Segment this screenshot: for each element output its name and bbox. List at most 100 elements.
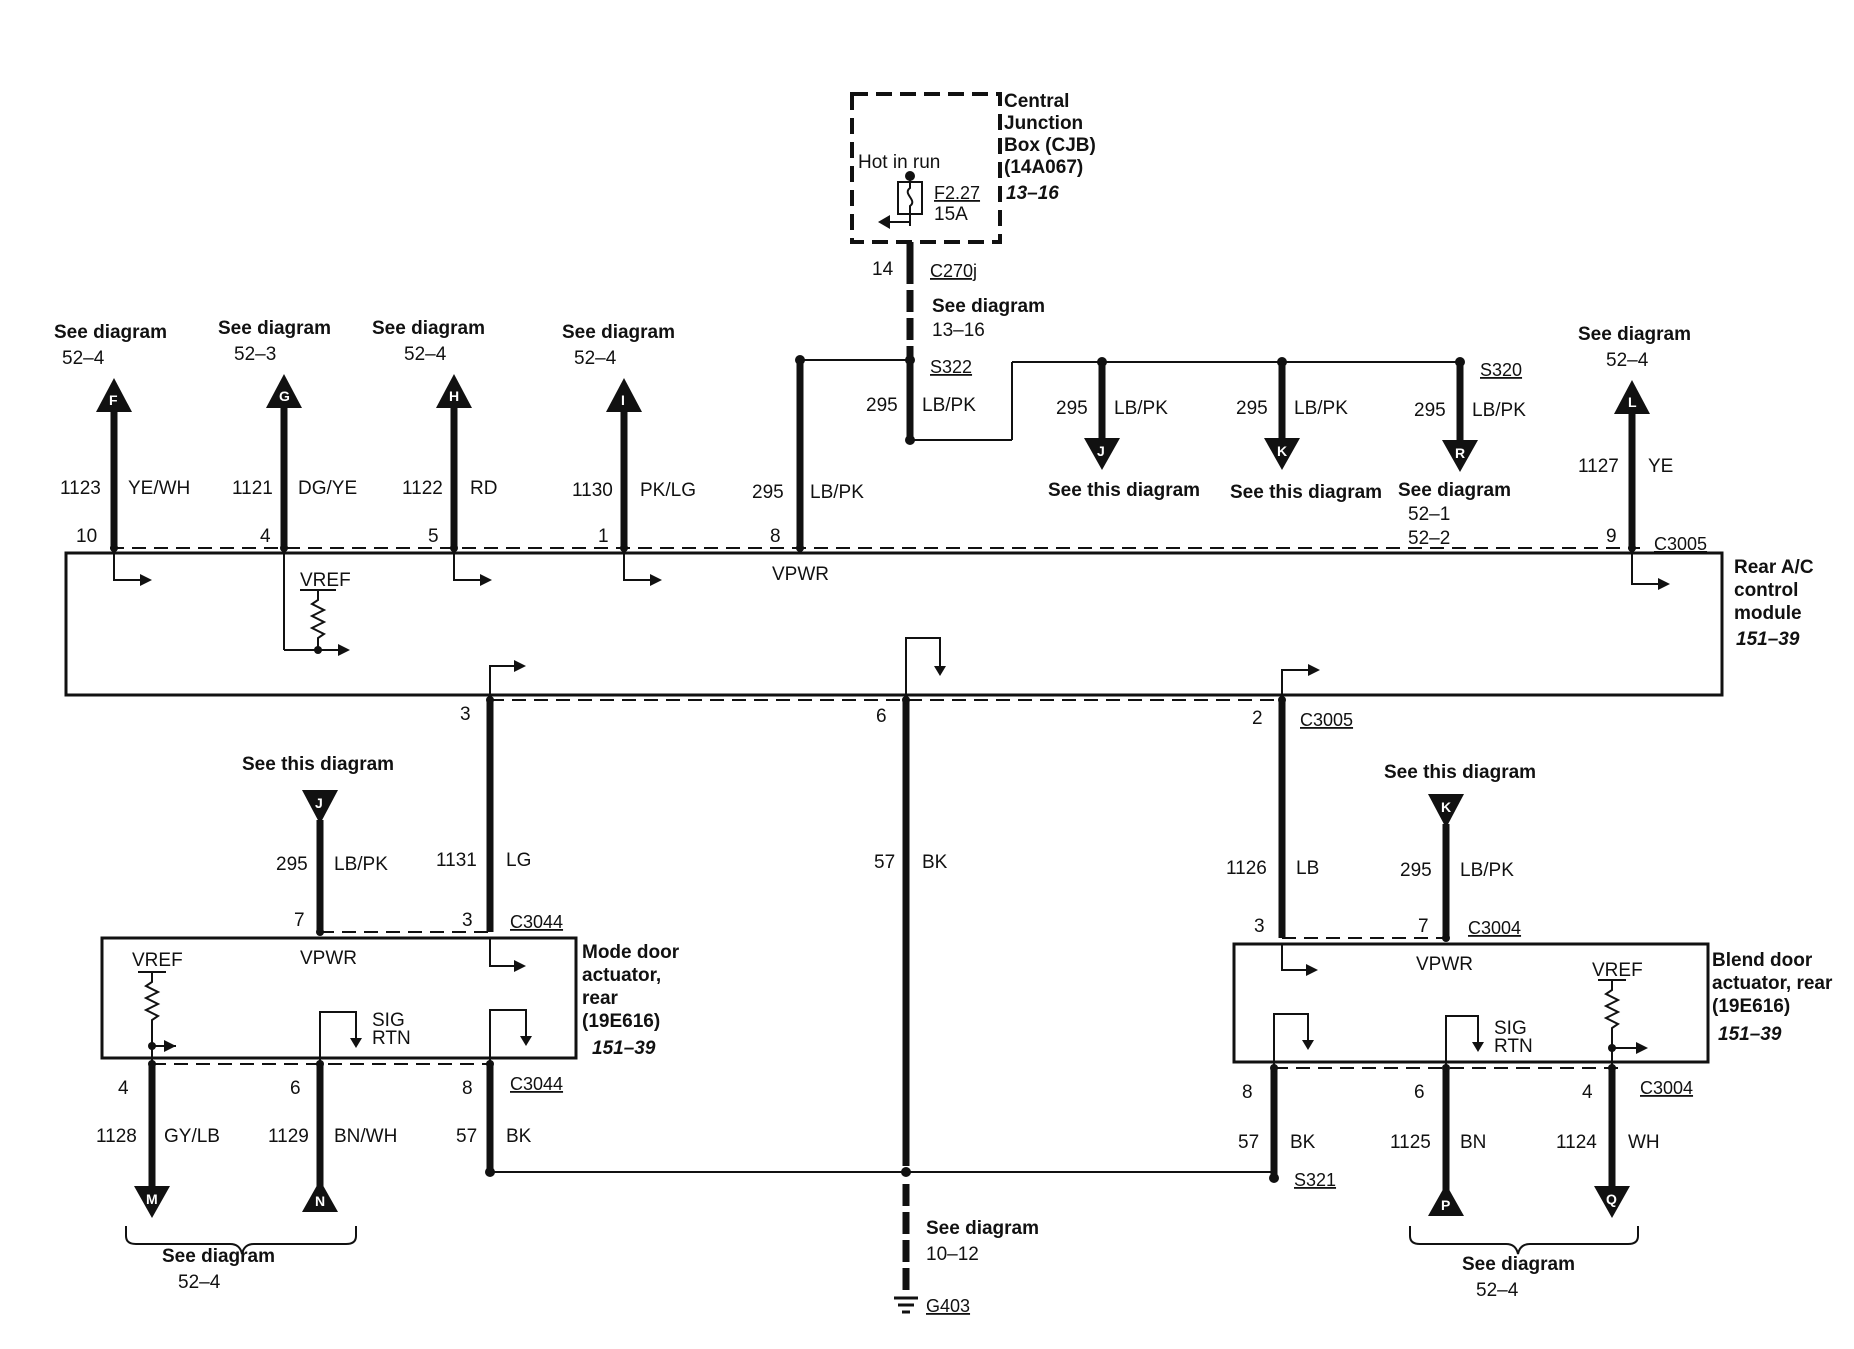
connector-arrow-K <box>1428 794 1464 828</box>
arrow-letter: N <box>315 1193 325 1209</box>
wire-1121: G 1121 DG/YE 4 See diagram 52–3 <box>218 318 357 552</box>
signal-arrow-icon <box>1308 664 1320 676</box>
pin-dot <box>148 1060 156 1068</box>
pin-dot <box>796 544 804 552</box>
wire-circuit: 295 <box>1056 398 1088 419</box>
pin-dot <box>1278 696 1286 704</box>
pin-number: 4 <box>260 526 271 547</box>
wire-1128: M 4 1128 GY/LB <box>96 1060 220 1218</box>
wire-295-mode: J See this diagram 295 LB/PK 7 <box>242 754 394 936</box>
pin-dot <box>1270 1064 1278 1072</box>
see-this-diagram-blend: See this diagram <box>1384 762 1536 783</box>
pin-number: 4 <box>118 1078 129 1099</box>
internal-stub <box>1281 669 1308 700</box>
pin-dot <box>1442 1064 1450 1072</box>
pin-number: 2 <box>1252 708 1263 729</box>
pin-number: 8 <box>462 1078 473 1099</box>
hot-in-run-label: Hot in run <box>858 152 940 173</box>
s321-label: S321 <box>1294 1170 1336 1190</box>
module-title-1: Rear A/C <box>1734 557 1814 578</box>
pin-number: 7 <box>1418 916 1429 937</box>
wire-circuit: 295 <box>866 395 898 416</box>
connector-arrow-H <box>436 374 472 408</box>
wire-295-J: J 295 LB/PK See this diagram <box>1048 362 1200 501</box>
ground-arrow-icon <box>520 1036 532 1046</box>
see-diagram-F: See diagram <box>54 322 167 343</box>
wire-color: LB/PK <box>1472 400 1526 421</box>
wire-color: BK <box>506 1126 532 1147</box>
wire-color: PK/LG <box>640 480 696 501</box>
arrow-letter: J <box>1097 443 1105 459</box>
cjb-see-diagram-ref: 13–16 <box>932 320 985 341</box>
pin-number: 8 <box>770 526 781 547</box>
wire-color: YE/WH <box>128 478 190 499</box>
c3044-bottom-label: C3044 <box>510 1074 563 1094</box>
blend-door-title-3: (19E616) <box>1712 996 1790 1017</box>
wire-color: YE <box>1648 456 1673 477</box>
wire-color: LB/PK <box>1114 398 1168 419</box>
wire-1124: Q 4 1124 WH <box>1556 1064 1660 1218</box>
pin-dot <box>486 696 494 704</box>
wire-color: LB/PK <box>922 395 976 416</box>
pin-dot <box>1442 934 1450 942</box>
c270j-label: C270j <box>930 261 977 281</box>
wire-circuit: 1121 <box>232 478 273 499</box>
signal-arrow-icon <box>338 644 350 656</box>
pin-number: 9 <box>1606 526 1617 547</box>
central-junction-box: Central Junction Box (CJB) (14A067) 13–1… <box>850 91 1096 244</box>
signal-arrow-icon <box>140 574 152 586</box>
connector-arrow-M <box>134 1186 170 1218</box>
arrow-letter: R <box>1455 445 1465 461</box>
pin-number: 6 <box>1414 1082 1425 1103</box>
wire-color: DG/YE <box>298 478 357 499</box>
module-title-3: module <box>1734 603 1802 624</box>
wire-circuit: 1124 <box>1556 1132 1597 1153</box>
signal-arrow-icon <box>1306 964 1318 976</box>
vref-resistor-icon <box>1603 980 1621 1068</box>
splice-dot <box>901 1167 911 1177</box>
ground-stub <box>1273 1013 1309 1068</box>
pin-dot <box>902 696 910 704</box>
blend-see-diagram-ref: 52–4 <box>1476 1280 1519 1301</box>
sig-rtn-stub <box>319 1011 357 1064</box>
arrow-letter: H <box>449 388 459 404</box>
wire-color: BN <box>1460 1132 1486 1153</box>
connector-arrow-I <box>606 378 642 412</box>
connector-arrow-G <box>266 374 302 408</box>
wire-1131: 3 1131 LG 3 <box>436 696 531 932</box>
wire-circuit: 57 <box>874 852 895 873</box>
mode-see-diagram-ref: 52–4 <box>178 1272 221 1293</box>
pin-dot <box>280 544 288 552</box>
s322-label: S322 <box>930 357 972 377</box>
mode-door-outline <box>100 936 578 1060</box>
wire-circuit: 1131 <box>436 850 477 871</box>
mode-door-title-4: (19E616) <box>582 1011 660 1032</box>
splice-dot <box>148 1042 156 1050</box>
c3005-bottom-label: C3005 <box>1300 710 1353 730</box>
arrow-letter: J <box>315 795 323 811</box>
signal-arrow-icon <box>1658 578 1670 590</box>
pin-dot <box>316 1060 324 1068</box>
connector-arrow-J <box>1084 438 1120 470</box>
cjb-outline <box>850 92 1002 244</box>
vref-resistor-icon <box>309 590 327 650</box>
see-diagram-L-ref: 52–4 <box>1606 350 1649 371</box>
sig-rtn-stub <box>1445 1015 1479 1068</box>
splice-s321: S321 <box>490 1167 1336 1190</box>
wire-color: LG <box>506 850 531 871</box>
c3004-bottom-label: C3004 <box>1640 1078 1693 1098</box>
wire-color: LB/PK <box>1460 860 1514 881</box>
wire-color: RD <box>470 478 497 499</box>
wire-1125: P 6 1125 BN <box>1390 1064 1486 1216</box>
signal-arrow-icon <box>1636 1042 1648 1054</box>
blend-door-title-2: actuator, rear <box>1712 973 1833 994</box>
splice-s322-s320: S320 <box>795 355 1522 445</box>
internal-stub <box>1281 944 1306 971</box>
blend-see-diagram: See diagram <box>1462 1254 1575 1275</box>
mode-door-ref: 151–39 <box>592 1038 656 1059</box>
signal-arrow-icon <box>164 1040 176 1052</box>
c3044-top-label: C3044 <box>510 912 563 932</box>
connector-arrow-L <box>1614 380 1650 414</box>
arrow-letter: M <box>146 1191 158 1207</box>
